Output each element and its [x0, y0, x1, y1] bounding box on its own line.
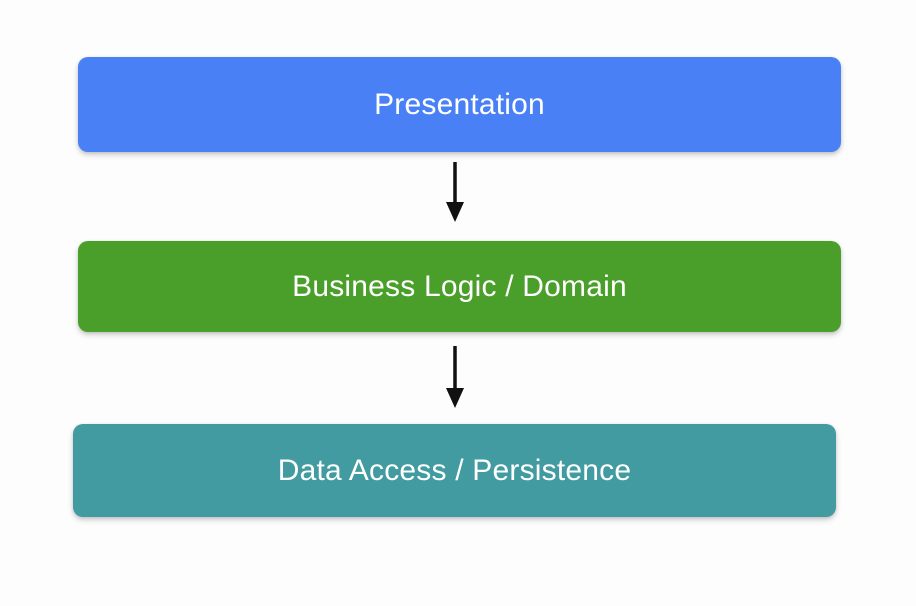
layer-label-business-logic: Business Logic / Domain	[292, 269, 627, 303]
arrow-head	[446, 202, 464, 222]
layer-label-data-access: Data Access / Persistence	[277, 453, 632, 487]
layer-box-presentation[interactable]: Presentation	[78, 57, 841, 152]
layer-box-business-logic[interactable]: Business Logic / Domain	[78, 241, 841, 332]
arrow-head	[446, 388, 464, 408]
arrow-down-icon	[435, 162, 475, 222]
arrow-down-icon	[435, 346, 475, 408]
layer-box-data-access[interactable]: Data Access / Persistence	[73, 424, 836, 517]
layer-label-presentation: Presentation	[374, 87, 545, 121]
